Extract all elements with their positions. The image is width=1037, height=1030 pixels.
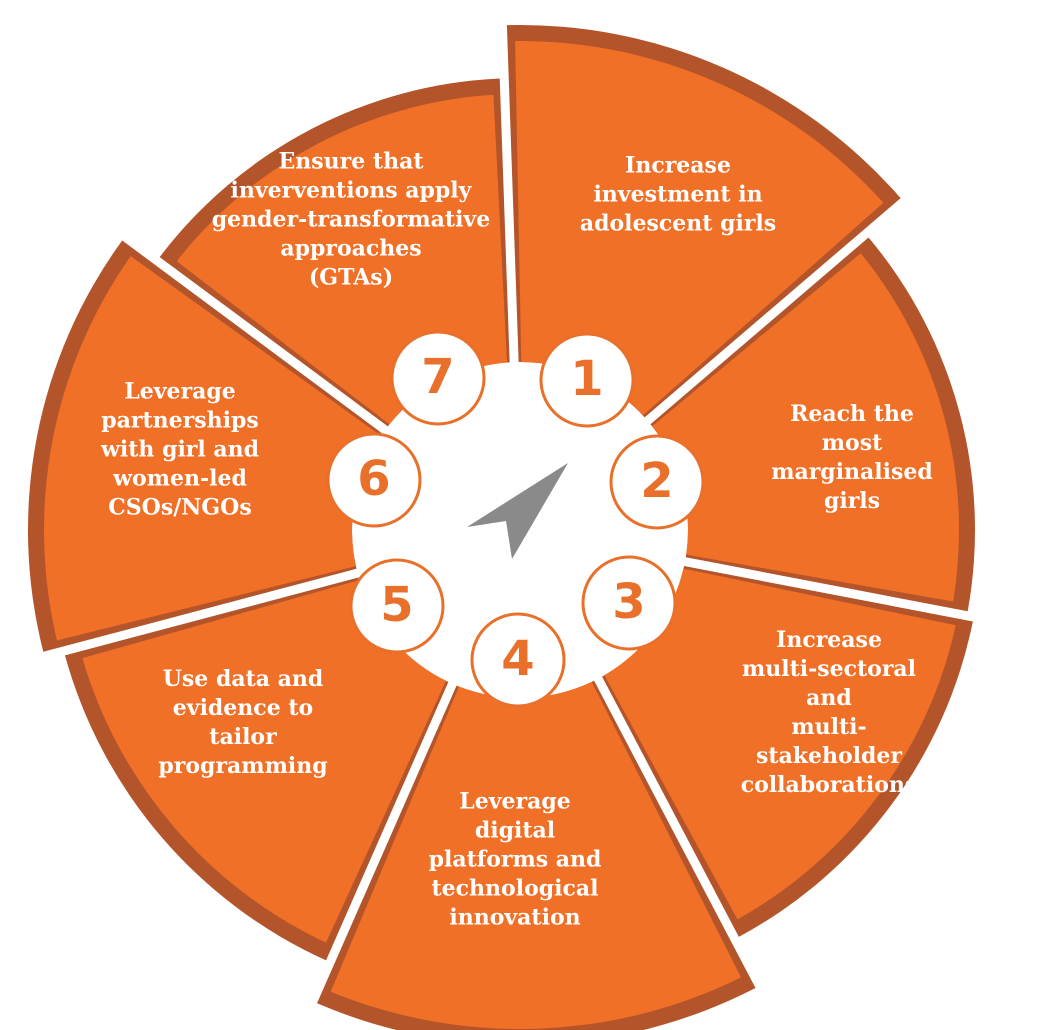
badge-7: 7 <box>390 330 486 426</box>
segments <box>44 40 959 1030</box>
badge-number-2: 2 <box>640 453 673 509</box>
segment-label-5: Use data and evidence to tailor programm… <box>158 666 328 779</box>
badge-circle-5 <box>349 558 445 654</box>
segment-label-2: Reach the most marginalised girls <box>771 401 933 514</box>
segment-label-4: Leverage digital platforms and technolog… <box>428 788 602 931</box>
segment-1 <box>515 40 884 416</box>
badge-number-1: 1 <box>570 351 603 407</box>
segment-label-1: Increase investment in adolescent girls <box>579 152 777 237</box>
segment-4 <box>330 681 742 1030</box>
badge-circle-1 <box>539 332 635 428</box>
badge-circle-3 <box>581 555 677 651</box>
segment-label-6: Leverage partnerships with girl and wome… <box>100 378 260 521</box>
badge-4: 4 <box>470 612 566 708</box>
segment-label-3: Increase multi-sectoral and multi-stakeh… <box>740 627 918 798</box>
badge-3: 3 <box>581 555 677 651</box>
badge-circle-2 <box>609 434 705 530</box>
number-badges: 12 3 4 5 67 <box>326 330 705 708</box>
badge-1: 1 <box>539 332 635 428</box>
badge-5: 5 <box>349 558 445 654</box>
badge-number-6: 6 <box>357 451 390 507</box>
badge-number-3: 3 <box>612 574 645 630</box>
segment-5 <box>82 579 446 943</box>
badge-6: 6 <box>326 432 422 528</box>
badge-number-4: 4 <box>501 631 534 687</box>
segment-label-7: Ensure that inverventions apply gender-t… <box>211 148 491 291</box>
badge-2: 2 <box>609 434 705 530</box>
segment-6 <box>44 256 381 641</box>
compass-pointer-icon <box>467 463 568 559</box>
segment-2 <box>652 253 959 602</box>
segment-3 <box>604 568 956 920</box>
badge-circle-4 <box>470 612 566 708</box>
badge-number-7: 7 <box>421 349 454 405</box>
badge-circle-6 <box>326 432 422 528</box>
badge-circle-7 <box>390 330 486 426</box>
badge-number-5: 5 <box>380 577 413 633</box>
